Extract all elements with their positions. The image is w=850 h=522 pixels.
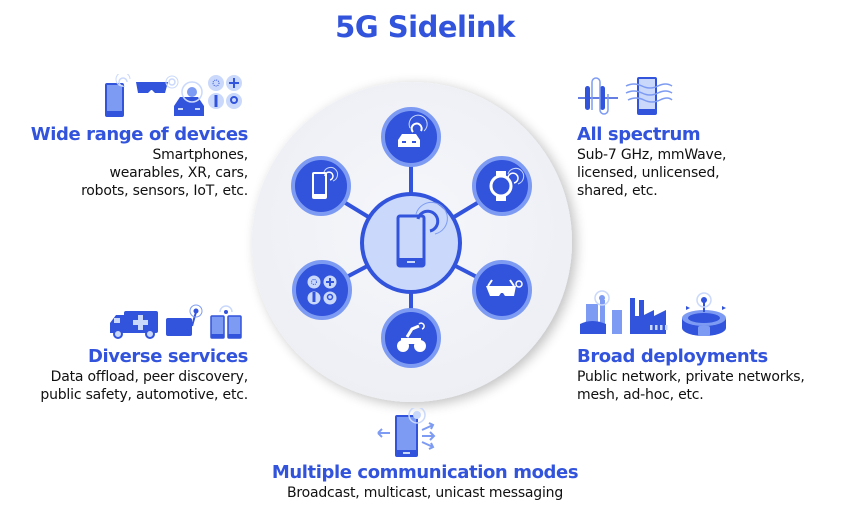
xr-glasses-node bbox=[472, 260, 532, 320]
iot-sensors-node bbox=[292, 260, 352, 320]
feature-deployments-line: mesh, ad-hoc, etc. bbox=[577, 387, 704, 403]
xr-glasses-icon bbox=[136, 75, 179, 93]
smartphone-hub-icon bbox=[360, 192, 462, 294]
stadium-icon bbox=[682, 292, 726, 336]
modes-icon-row bbox=[374, 408, 444, 460]
factory-icon bbox=[630, 298, 668, 334]
feature-devices-heading: Wide range of devices bbox=[30, 124, 249, 145]
spectrum-icon-row bbox=[576, 76, 676, 120]
page-title: 5G Sidelink bbox=[335, 10, 515, 44]
feature-services: Diverse services Data offload, peer disc… bbox=[40, 346, 248, 404]
smartphone-icon bbox=[105, 74, 131, 117]
feature-modes-line: Broadcast, multicast, unicast messaging bbox=[286, 485, 564, 501]
equipment-antenna-icon bbox=[166, 304, 203, 336]
watch-node bbox=[472, 156, 532, 216]
paired-phones-icon bbox=[210, 305, 242, 339]
iot-sensors-icon bbox=[208, 75, 242, 109]
feature-services-line: Data offload, peer discovery, bbox=[50, 369, 249, 385]
feature-spectrum-heading: All spectrum bbox=[577, 124, 701, 145]
feature-spectrum: All spectrum Sub-7 GHz, mmWave, licensed… bbox=[577, 124, 726, 200]
ambulance-icon bbox=[110, 311, 158, 339]
feature-devices-line: wearables, XR, cars, bbox=[109, 165, 248, 181]
feature-deployments-heading: Broad deployments bbox=[577, 346, 768, 367]
car-icon bbox=[174, 81, 204, 116]
feature-devices: Wide range of devices Smartphones, weara… bbox=[30, 124, 249, 200]
feature-spectrum-line: licensed, unlicensed, bbox=[577, 165, 720, 181]
smartphone-node bbox=[291, 156, 351, 216]
feature-modes-heading: Multiple communication modes bbox=[271, 462, 579, 483]
devices-icon-row bbox=[104, 74, 249, 118]
car-node bbox=[381, 107, 441, 167]
feature-devices-line: Smartphones, bbox=[152, 147, 248, 163]
deployments-icon-row bbox=[578, 290, 728, 338]
feature-spectrum-line: Sub-7 GHz, mmWave, bbox=[577, 147, 727, 163]
waveform-icon bbox=[578, 77, 618, 115]
feature-services-line: public safety, automotive, etc. bbox=[40, 387, 248, 403]
feature-modes: Multiple communication modes Broadcast, … bbox=[0, 462, 850, 502]
phone-broadcast-icon bbox=[377, 408, 436, 457]
feature-spectrum-line: shared, etc. bbox=[577, 183, 658, 199]
feature-deployments: Broad deployments Public network, privat… bbox=[577, 346, 805, 404]
city-antenna-icon bbox=[580, 290, 622, 334]
feature-services-heading: Diverse services bbox=[87, 346, 248, 367]
robot-node bbox=[381, 308, 441, 368]
smartphone-waves-icon bbox=[625, 77, 673, 115]
feature-devices-line: robots, sensors, IoT, etc. bbox=[81, 183, 248, 199]
feature-deployments-line: Public network, private networks, bbox=[577, 369, 805, 385]
services-icon-row bbox=[108, 304, 246, 340]
